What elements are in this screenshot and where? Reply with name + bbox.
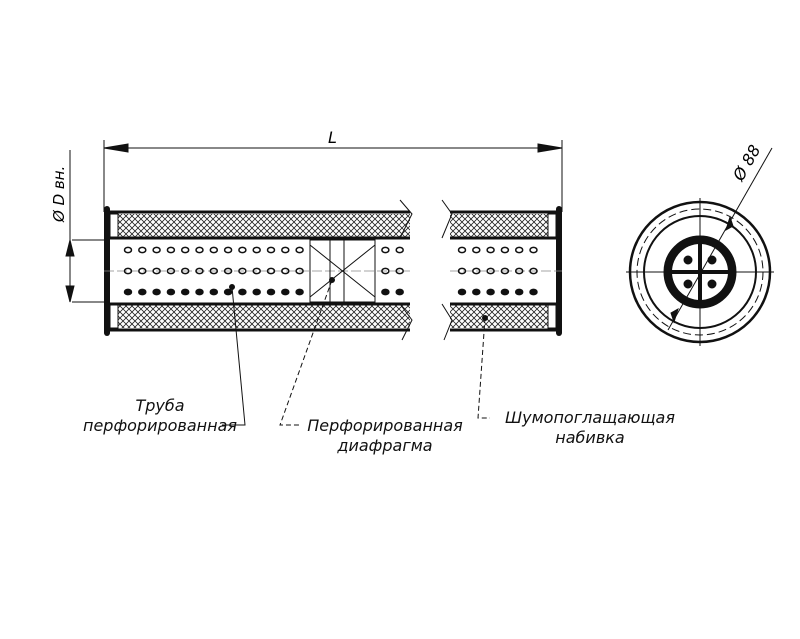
perforation-hole (166, 246, 176, 254)
perforation-hole (529, 246, 538, 254)
perforation-hole (252, 288, 261, 296)
perforation-hole (281, 246, 290, 254)
perforation-hole (295, 288, 304, 296)
perforation-hole (123, 246, 133, 254)
diaphragm-label: Перфорированная диафрагма (290, 416, 480, 456)
perforation-hole (195, 288, 204, 296)
outer-diameter-label: Ø 88 (729, 142, 765, 185)
perforation-hole (500, 246, 510, 254)
perforation-hole (123, 288, 133, 296)
perforation-hole (281, 288, 290, 296)
perforation-hole (500, 288, 510, 296)
length-label: L (328, 128, 337, 147)
muffler-body-right (441, 199, 562, 341)
perforation-hole (152, 246, 161, 254)
perforation-hole (486, 246, 495, 254)
perforation-hole (295, 246, 304, 254)
perforation-hole (266, 267, 276, 275)
perforation-hole (252, 267, 261, 275)
perforation-hole (252, 246, 261, 254)
perforation-hole (209, 267, 219, 275)
leader-lines (222, 277, 490, 426)
perforation-hole (472, 288, 481, 296)
perforation-hole (238, 288, 247, 296)
perforation-hole (457, 288, 467, 296)
end-view (626, 147, 774, 346)
pipe-label-line2: перфорированная (82, 416, 237, 435)
perforation-hole (486, 288, 495, 296)
perforation-hole (166, 288, 176, 296)
perforation-hole (223, 246, 233, 254)
perforation-hole (195, 267, 204, 275)
perforation-hole (395, 288, 404, 296)
perforation-hole (223, 288, 233, 296)
perforation-hole (195, 246, 204, 254)
packing-label-line1: Шумопоглащающая (505, 408, 675, 427)
packing-label-line2: набивка (555, 428, 625, 447)
perforation-hole (514, 267, 524, 275)
perforation-hole (500, 267, 510, 275)
perforation-hole (223, 267, 233, 275)
perforation-hole (138, 267, 147, 275)
perforation-hole (180, 288, 190, 296)
pipe-label: Труба перфорированная (60, 396, 260, 436)
perforation-hole (381, 246, 390, 254)
inner-diameter-label: Ø D вн. (50, 166, 68, 223)
perforation-hole (266, 246, 276, 254)
perforation-hole (529, 267, 538, 275)
length-dimension (103, 140, 563, 212)
perforation-hole (295, 267, 304, 275)
perforation-hole (138, 288, 147, 296)
perforation-hole (457, 246, 467, 254)
perforation-hole (395, 267, 404, 275)
perforation-hole (152, 288, 161, 296)
perforation-hole (486, 267, 495, 275)
perforation-hole (123, 267, 133, 275)
perforation-hole (381, 267, 390, 275)
diaphragm-label-line2: диафрагма (337, 436, 433, 455)
perforation-hole (209, 288, 219, 296)
perforation-hole (529, 288, 538, 296)
perforation-hole (395, 246, 404, 254)
inner-diameter-dimension (65, 150, 104, 303)
perforation-hole (180, 267, 190, 275)
perforation-hole (238, 267, 247, 275)
packing-top (118, 214, 410, 238)
perforation-hole (514, 288, 524, 296)
perforation-hole (138, 246, 147, 254)
perforation-hole (180, 246, 190, 254)
perforation-holes (123, 246, 404, 296)
pipe-label-line1: Труба (135, 396, 185, 415)
perforation-hole (166, 267, 176, 275)
perforation-hole (514, 246, 524, 254)
perforation-hole (209, 246, 219, 254)
perforation-hole (457, 267, 467, 275)
perforation-hole (472, 246, 481, 254)
perforation-hole (281, 267, 290, 275)
perforation-hole (381, 288, 390, 296)
perforation-hole (238, 246, 247, 254)
diaphragm-label-line1: Перфорированная (307, 416, 463, 435)
perforation-hole (472, 267, 481, 275)
packing-label: Шумопоглащающая набивка (490, 408, 690, 448)
diaphragm (309, 239, 376, 303)
muffler-body-left (104, 199, 413, 341)
packing-bottom (118, 304, 410, 328)
perforation-hole (152, 267, 161, 275)
perforation-hole (266, 288, 276, 296)
